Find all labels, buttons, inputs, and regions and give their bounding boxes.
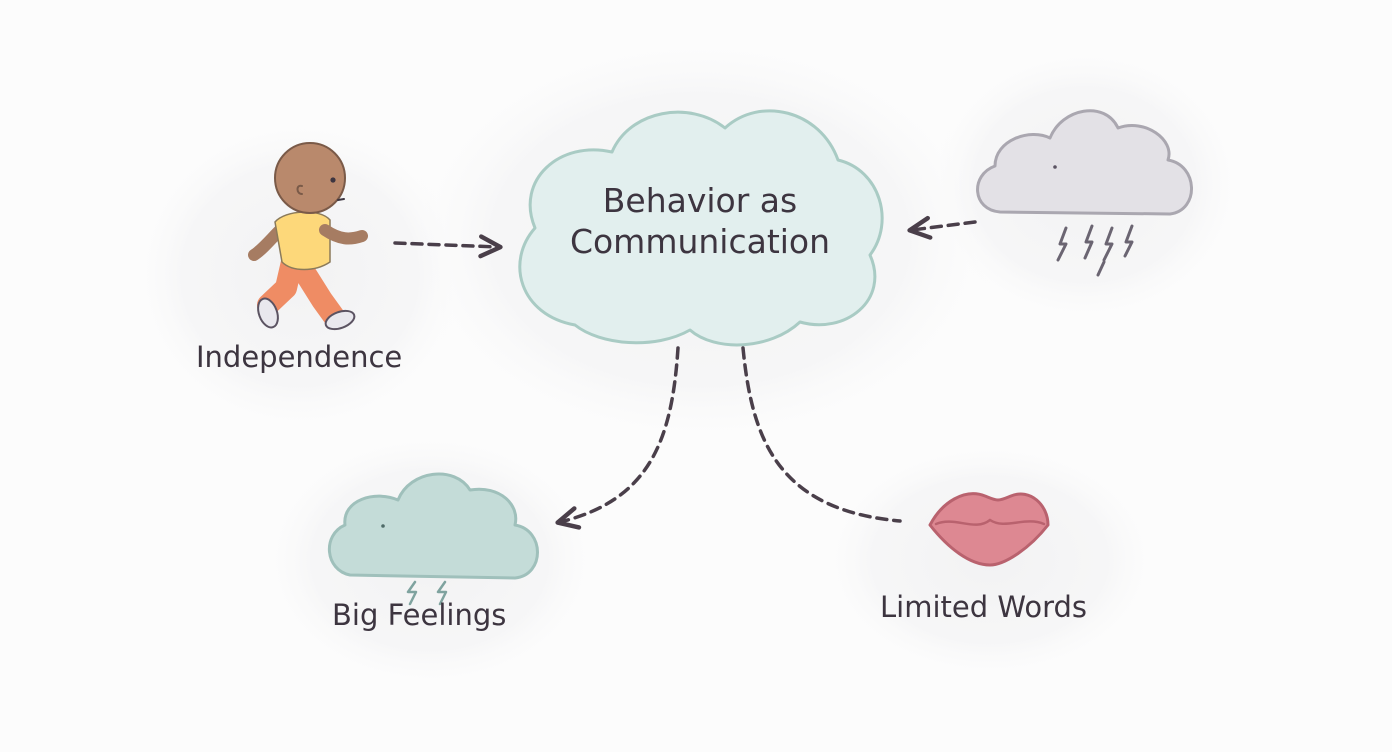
label-limited-words: Limited Words — [880, 590, 1088, 624]
arrow-storm-to-center — [907, 215, 977, 240]
storm-cloud-icon — [976, 109, 1193, 277]
center-title: Behavior as Communication — [540, 180, 860, 262]
teal-cloud-icon — [328, 472, 539, 606]
line-center-to-limited-words — [741, 346, 902, 523]
lips-icon — [928, 492, 1050, 567]
center-title-line1: Behavior as — [602, 181, 798, 220]
arrow-independence-to-center — [393, 234, 503, 259]
label-big-feelings: Big Feelings — [332, 598, 507, 632]
center-title-line2: Communication — [569, 222, 831, 261]
toddler-walking-icon — [248, 142, 368, 331]
center-cloud-shape — [518, 109, 884, 347]
label-independence: Independence — [196, 340, 403, 374]
arrow-center-to-big-feelings — [555, 346, 680, 530]
